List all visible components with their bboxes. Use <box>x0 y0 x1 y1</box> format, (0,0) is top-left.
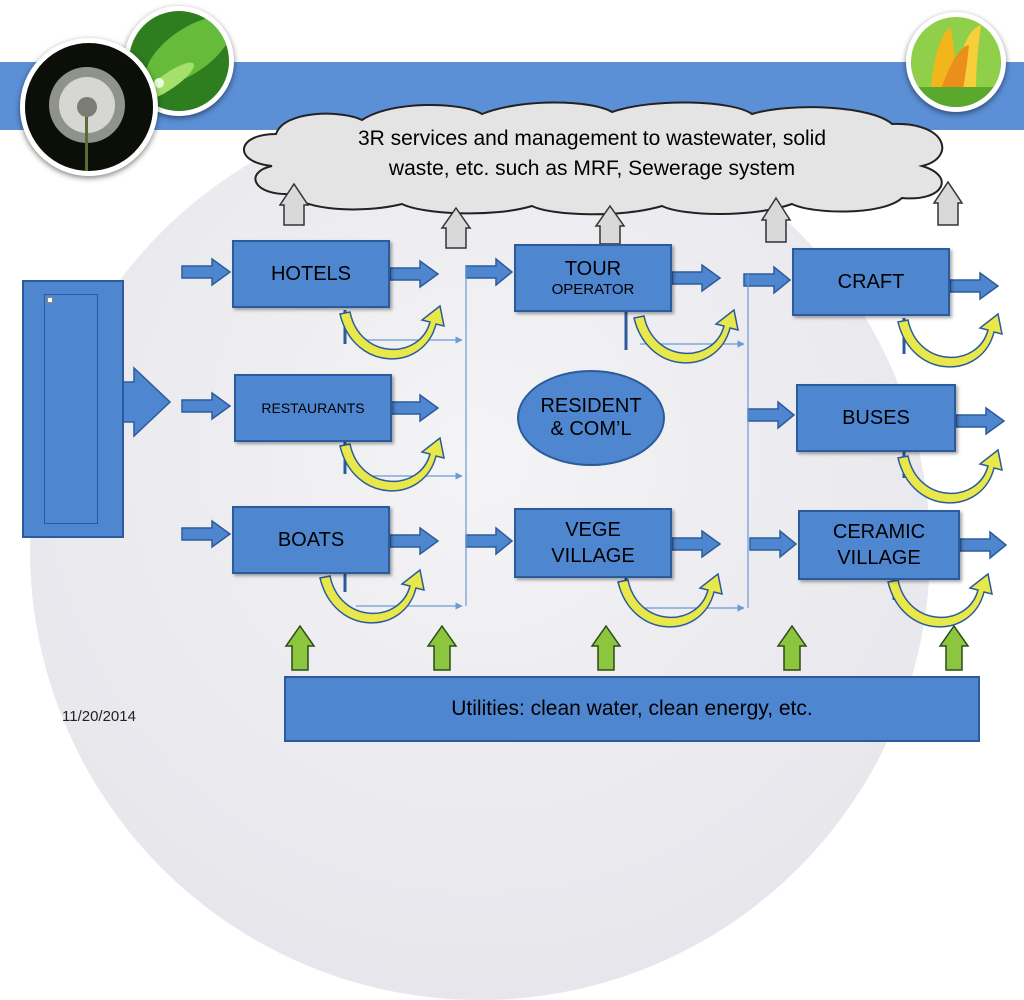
yellow-curve-arrow <box>897 312 1003 368</box>
ceramic-label-line1: CERAMIC <box>832 521 926 543</box>
dandelion-photo <box>20 38 158 176</box>
blue-output-arrow <box>959 530 1008 560</box>
blue-input-arrow <box>743 265 792 295</box>
utilities-label: Utilities: clean water, clean energy, et… <box>451 697 813 720</box>
blue-output-arrow <box>389 526 440 556</box>
blue-output-arrow <box>955 406 1006 436</box>
yellow-curve-arrow <box>339 304 445 360</box>
placeholder-image-icon <box>47 297 53 303</box>
green-up-arrow <box>590 624 622 671</box>
tour-label-line2: OPERATOR <box>551 281 635 298</box>
left-panel-inner-frame <box>44 294 98 524</box>
wastewater-services-cloud: 3R services and management to wastewater… <box>232 96 960 216</box>
boats-label: BOATS <box>277 528 345 551</box>
craft-box: CRAFT <box>792 248 950 316</box>
resident-label-line1: RESIDENT <box>540 395 642 417</box>
ceramic-village-box: CERAMIC VILLAGE <box>798 510 960 580</box>
blue-input-arrow <box>465 526 514 556</box>
craft-label: CRAFT <box>837 270 905 293</box>
blue-output-arrow <box>389 393 440 423</box>
blue-output-arrow <box>671 263 722 293</box>
green-up-arrow <box>776 624 808 671</box>
blue-output-arrow <box>671 529 722 559</box>
resident-commercial-ellipse: RESIDENT & COM’L <box>517 370 665 466</box>
green-leaf-photo <box>124 6 234 116</box>
yellow-curve-arrow <box>897 448 1003 504</box>
grey-up-arrow <box>440 206 472 249</box>
blue-input-arrow <box>181 257 232 287</box>
vege-label-line2: VILLAGE <box>551 545 635 567</box>
vege-label-line1: VEGE <box>565 519 621 541</box>
yellow-curve-arrow <box>339 436 445 492</box>
cloud-text-line1: 3R services and management to wastewater… <box>357 127 827 150</box>
restaurants-box: RESTAURANTS <box>234 374 392 442</box>
yellow-curve-arrow <box>617 572 723 628</box>
blue-input-arrow <box>749 529 798 559</box>
blue-input-arrow <box>747 400 796 430</box>
boats-box: BOATS <box>232 506 390 574</box>
left-source-panel <box>22 280 124 538</box>
grey-up-arrow <box>932 180 964 226</box>
yellow-curve-arrow <box>319 568 425 624</box>
grey-up-arrow <box>594 204 626 245</box>
resident-label-line2: & COM’L <box>550 418 632 440</box>
blue-input-arrow <box>181 391 232 421</box>
ceramic-label-line2: VILLAGE <box>837 547 921 569</box>
buses-label: BUSES <box>842 406 910 429</box>
hotels-label: HOTELS <box>270 262 352 285</box>
cloud-text-line2: waste, etc. such as MRF, Sewerage system <box>388 157 796 180</box>
tour-operator-box: TOUR OPERATOR <box>514 244 672 312</box>
yellow-curve-arrow <box>633 308 739 364</box>
left-panel-arrow <box>117 366 172 438</box>
yellow-curve-arrow <box>887 572 993 628</box>
slide-date: 11/20/2014 <box>62 708 136 725</box>
vege-village-box: VEGE VILLAGE <box>514 508 672 578</box>
hotels-box: HOTELS <box>232 240 390 308</box>
green-up-arrow <box>426 624 458 671</box>
restaurants-label: RESTAURANTS <box>261 400 365 416</box>
blue-output-arrow <box>949 271 1000 301</box>
green-up-arrow <box>284 624 316 671</box>
tour-label-line1: TOUR <box>564 258 622 280</box>
grey-up-arrow <box>760 196 792 243</box>
blue-output-arrow <box>389 259 440 289</box>
flow-arrows <box>117 180 1008 671</box>
blue-input-arrow <box>465 257 514 287</box>
blue-input-arrow <box>181 519 232 549</box>
utilities-bar: Utilities: clean water, clean energy, et… <box>284 676 980 742</box>
yellow-tulip-photo <box>906 12 1006 112</box>
green-up-arrow <box>938 624 970 671</box>
buses-box: BUSES <box>796 384 956 452</box>
grey-up-arrow <box>278 182 310 226</box>
